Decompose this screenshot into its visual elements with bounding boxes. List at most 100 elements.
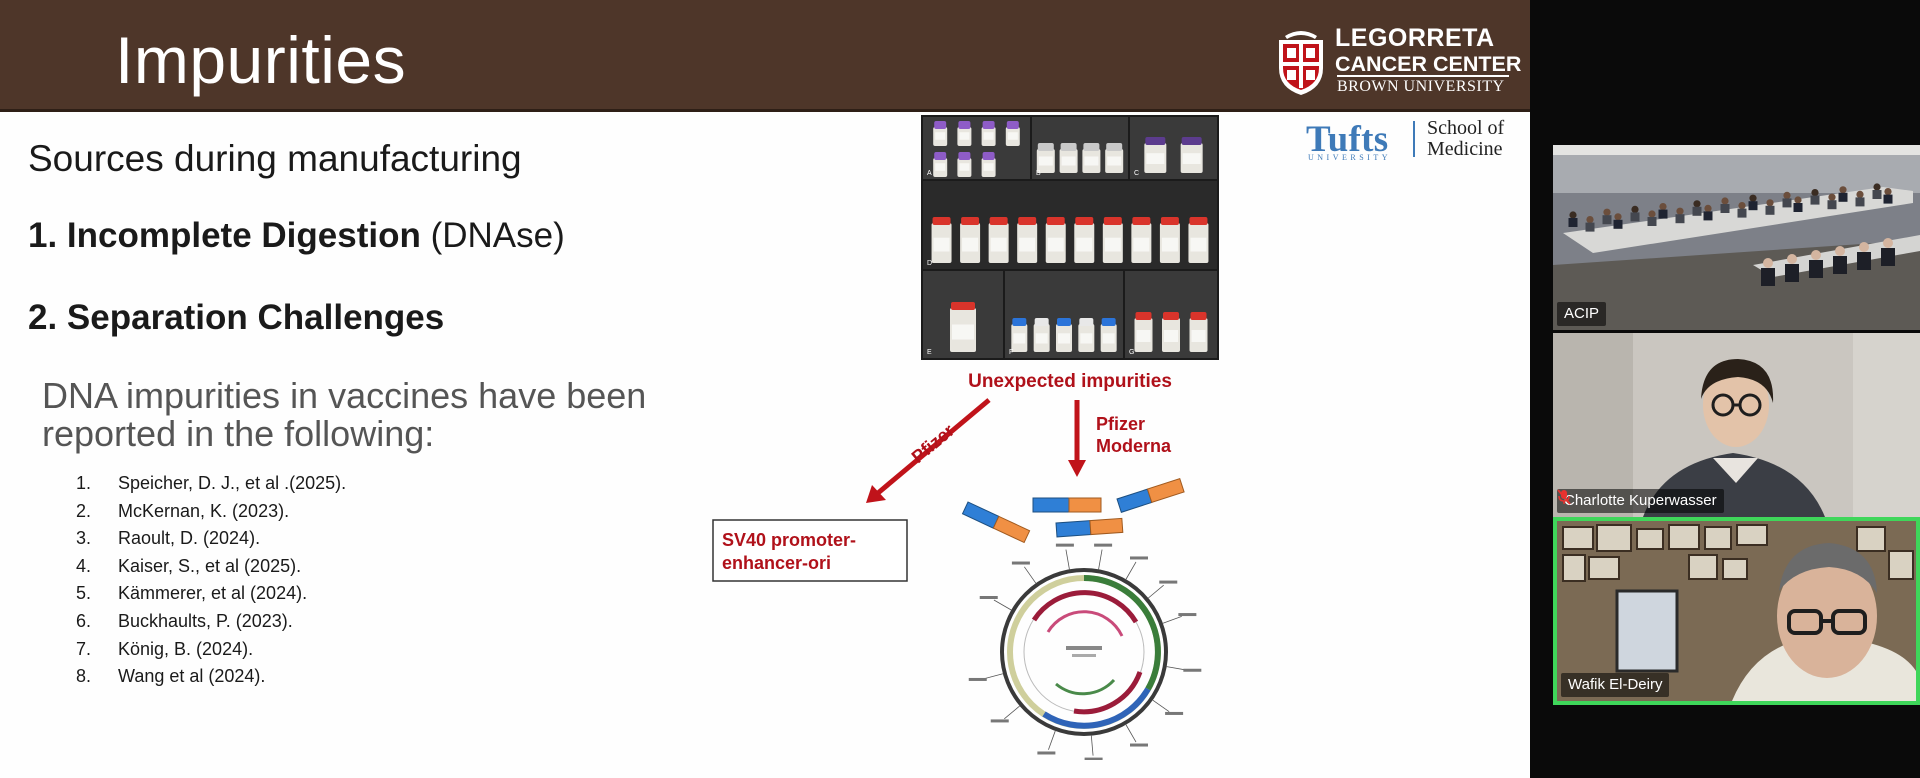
vial-icon bbox=[933, 121, 948, 146]
vaccine-vial-photos: A B C D E F G bbox=[921, 115, 1219, 360]
participant-name-tag: ACIP bbox=[1557, 302, 1607, 326]
vial-icon bbox=[1078, 318, 1095, 352]
vial-icon bbox=[1074, 217, 1095, 263]
slide-header: Impurities LEGORRETA CANCER CENTER BROWN… bbox=[0, 0, 1530, 112]
vial-icon bbox=[1033, 318, 1050, 352]
arrow-to-sv40 bbox=[866, 398, 991, 503]
panel-letter: A bbox=[927, 170, 932, 177]
legorreta-cancer-center-logo: LEGORRETA CANCER CENTER BROWN UNIVERSITY bbox=[1275, 22, 1521, 100]
logo-text-cancer-center: CANCER CENTER bbox=[1335, 52, 1522, 76]
sv40-box: SV40 promoter- enhancer-ori bbox=[712, 519, 908, 582]
reference-item: 6. Buckhaults, P. (2023). bbox=[76, 608, 346, 636]
panel-letter: G bbox=[1129, 349, 1134, 356]
reference-item: 5. Kämmerer, et al (2024). bbox=[76, 580, 346, 608]
vial-photo-panel: D bbox=[923, 181, 1217, 269]
wafik-el-deiry-video bbox=[1557, 521, 1916, 701]
arrow-label-pfizer-moderna-2: Moderna bbox=[1096, 436, 1172, 456]
reference-text: Kaiser, S., et al (2025). bbox=[118, 555, 302, 576]
reference-text: Speicher, D. J., et al .(2025). bbox=[118, 473, 347, 493]
logo-text-school-of-medicine: School of Medicine bbox=[1427, 118, 1504, 160]
vial-icon bbox=[1011, 318, 1028, 352]
vial-photo-panel: B bbox=[1032, 117, 1128, 179]
participant-tile-wafik-el-deiry[interactable]: Wafik El-Deiry bbox=[1553, 517, 1920, 705]
vial-icon bbox=[981, 152, 996, 177]
impurity-diagram: Unexpected impurities Pfizer Pfizer Mode… bbox=[712, 371, 1202, 760]
panel-letter: B bbox=[1036, 170, 1041, 177]
vial-icon bbox=[988, 217, 1009, 263]
arrow-to-fragments bbox=[1068, 400, 1086, 477]
plasmid-map-icon bbox=[968, 543, 1202, 760]
reference-text: Buckhaults, P. (2023). bbox=[118, 610, 293, 631]
logo-text-medicine: Medicine bbox=[1427, 138, 1503, 160]
office-wall-frames bbox=[1562, 524, 1914, 582]
vial-icon bbox=[1159, 217, 1180, 263]
sv40-box-line-1: SV40 promoter- bbox=[722, 530, 856, 550]
participant-name: Charlotte Kuperwasser bbox=[1564, 492, 1717, 509]
slide-subtitle: Sources during manufacturing bbox=[28, 138, 522, 179]
participant-tile-charlotte-kuperwasser[interactable]: Charlotte Kuperwasser bbox=[1553, 333, 1920, 517]
point-1-note: (DNAse) bbox=[420, 216, 565, 255]
reference-item: 4. Kaiser, S., et al (2025). bbox=[76, 553, 346, 581]
brown-university-seal-icon bbox=[1279, 31, 1323, 95]
participant-gallery: ACIP Charlotte Kuperwasser bbox=[1553, 145, 1920, 705]
sv40-box-line-2: enhancer-ori bbox=[722, 553, 831, 573]
vial-icon bbox=[957, 152, 972, 177]
vial-icon bbox=[1134, 312, 1153, 352]
vial-icon bbox=[981, 121, 996, 146]
shared-slide: Impurities LEGORRETA CANCER CENTER BROWN… bbox=[0, 0, 1530, 778]
logo-text-school-of: School of bbox=[1427, 117, 1505, 139]
reference-item: 3.Raoult, D. (2024). bbox=[76, 525, 346, 553]
reference-number: 1. bbox=[76, 473, 92, 493]
reference-list: 1. Speicher, D. J., et al .(2025). 2. McKer… bbox=[76, 470, 346, 691]
vial-icon bbox=[1036, 143, 1055, 173]
muted-microphone-icon bbox=[1557, 489, 1571, 505]
participant-name: Wafik El-Deiry bbox=[1568, 676, 1663, 693]
vial-icon bbox=[1056, 318, 1072, 352]
vial-icon bbox=[933, 152, 948, 177]
vial-icon bbox=[1100, 318, 1117, 352]
reference-text: Kämmerer, et al (2024). bbox=[118, 583, 308, 604]
reference-item: 1. Speicher, D. J., et al .(2025). bbox=[76, 470, 346, 498]
vial-icon bbox=[1105, 143, 1124, 173]
logo-divider bbox=[1337, 75, 1509, 77]
vial-icon bbox=[1144, 137, 1167, 173]
vial-icon bbox=[960, 217, 981, 263]
reference-text: Wang et al (2024). bbox=[118, 666, 266, 687]
vial-photo-panels: A B C D E F G bbox=[923, 117, 1217, 358]
vial-icon bbox=[1005, 121, 1020, 146]
panel-letter: D bbox=[927, 260, 932, 267]
panel-letter: F bbox=[1009, 349, 1013, 356]
reference-text: McKernan, K. (2023). bbox=[118, 500, 290, 521]
panel-letter: E bbox=[927, 349, 932, 356]
acip-meeting-room-video bbox=[1553, 145, 1920, 330]
vial-icon bbox=[1102, 217, 1123, 263]
participant-name: ACIP bbox=[1564, 305, 1600, 322]
vial-icon bbox=[1017, 217, 1038, 263]
dna-fragments bbox=[961, 477, 1185, 544]
vial-photo-panel: F bbox=[1005, 271, 1123, 358]
charlotte-kuperwasser-video bbox=[1553, 333, 1920, 517]
vial-photo-panel: E bbox=[923, 271, 1003, 358]
reference-number: 6. bbox=[76, 610, 92, 631]
vial-icon bbox=[1131, 217, 1152, 263]
plasmid-annotation-lines bbox=[968, 543, 1202, 760]
reference-number: 3. bbox=[76, 528, 92, 549]
dna-impurities-statement: DNA impurities in vaccines have been rep… bbox=[42, 375, 647, 454]
reference-text: König, B. (2024). bbox=[118, 638, 254, 659]
vial-icon bbox=[1188, 217, 1209, 263]
meeting-attendees bbox=[1568, 183, 1895, 286]
reference-number: 5. bbox=[76, 583, 92, 604]
reference-item: 7. König, B. (2024). bbox=[76, 636, 346, 664]
reference-item: 2. McKernan, K. (2023). bbox=[76, 498, 346, 526]
participant-tile-acip[interactable]: ACIP bbox=[1553, 145, 1920, 330]
vial-photo-panel: C bbox=[1130, 117, 1217, 179]
reference-number: 8. bbox=[76, 666, 92, 687]
reference-number: 4. bbox=[76, 555, 92, 576]
vial-icon bbox=[957, 121, 972, 146]
logo-text-brown-university: BROWN UNIVERSITY bbox=[1337, 78, 1505, 95]
reference-number: 2. bbox=[76, 500, 92, 521]
reference-number: 7. bbox=[76, 638, 92, 659]
vial-icon bbox=[1045, 217, 1066, 263]
vial-icon bbox=[1082, 143, 1101, 173]
vial-icon bbox=[931, 217, 952, 263]
